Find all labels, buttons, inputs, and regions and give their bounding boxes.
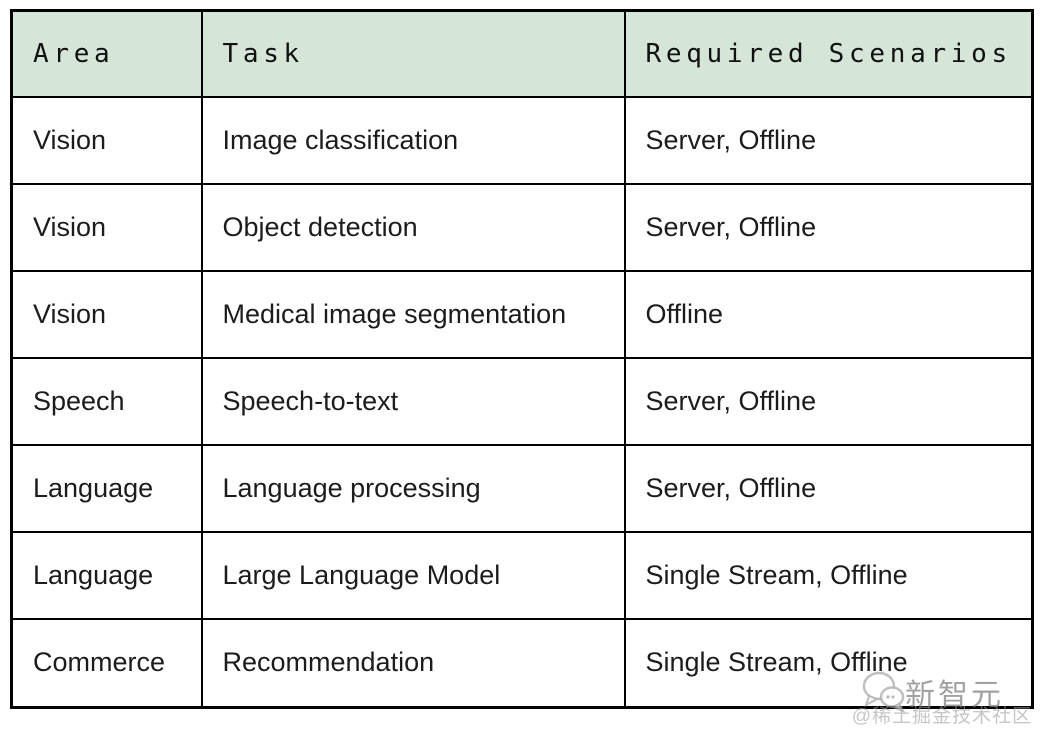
benchmark-table: Area Task Required Scenarios Vision Imag… <box>10 9 1034 709</box>
table-row: Language Language processing Server, Off… <box>10 443 1034 533</box>
table-row: Speech Speech-to-text Server, Offline <box>10 356 1034 446</box>
cell-scenarios: Server, Offline <box>623 95 1034 185</box>
cell-scenarios: Server, Offline <box>623 443 1034 533</box>
cell-area: Vision <box>10 95 203 185</box>
table-row: Vision Medical image segmentation Offlin… <box>10 269 1034 359</box>
cell-scenarios: Server, Offline <box>623 356 1034 446</box>
cell-task: Recommendation <box>200 617 626 709</box>
column-header-area: Area <box>10 9 203 98</box>
table-row: Vision Object detection Server, Offline <box>10 182 1034 272</box>
cell-scenarios: Server, Offline <box>623 182 1034 272</box>
cell-area: Vision <box>10 182 203 272</box>
cell-task: Speech-to-text <box>200 356 626 446</box>
cell-area: Speech <box>10 356 203 446</box>
cell-area: Vision <box>10 269 203 359</box>
cell-task: Medical image segmentation <box>200 269 626 359</box>
table-row: Commerce Recommendation Single Stream, O… <box>10 617 1034 709</box>
table-row: Language Large Language Model Single Str… <box>10 530 1034 620</box>
cell-area: Commerce <box>10 617 203 709</box>
header-row: Area Task Required Scenarios <box>10 9 1034 98</box>
cell-area: Language <box>10 530 203 620</box>
table-row: Vision Image classification Server, Offl… <box>10 95 1034 185</box>
cell-scenarios: Single Stream, Offline <box>623 530 1034 620</box>
column-header-task: Task <box>200 9 626 98</box>
cell-task: Object detection <box>200 182 626 272</box>
cell-area: Language <box>10 443 203 533</box>
column-header-scenarios: Required Scenarios <box>623 9 1034 98</box>
cell-task: Large Language Model <box>200 530 626 620</box>
cell-scenarios: Offline <box>623 269 1034 359</box>
cell-task: Language processing <box>200 443 626 533</box>
cell-scenarios: Single Stream, Offline <box>623 617 1034 709</box>
cell-task: Image classification <box>200 95 626 185</box>
